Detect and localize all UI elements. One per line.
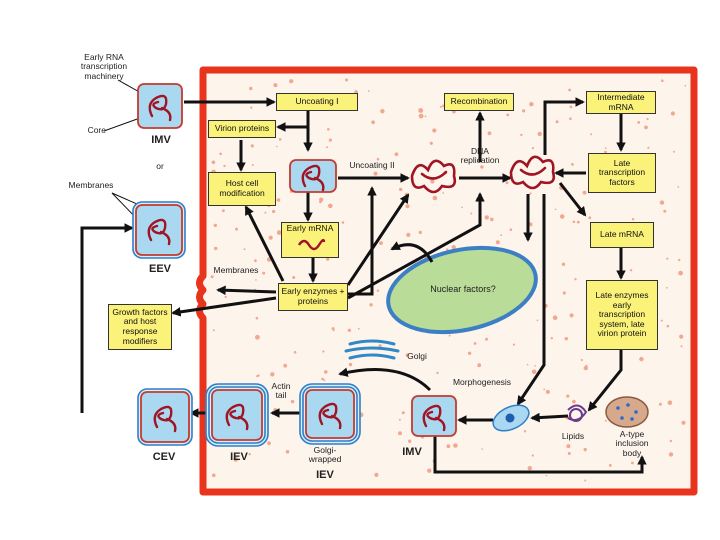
eev-virion bbox=[132, 201, 186, 259]
golgi-icon bbox=[344, 339, 400, 360]
late-mrna-box: Late mRNA bbox=[590, 222, 654, 248]
golgi-label: Golgi bbox=[407, 351, 427, 361]
iev-virion bbox=[205, 383, 269, 447]
morphogenesis-particle bbox=[492, 404, 530, 432]
mrna-icon bbox=[297, 238, 326, 251]
cev-label: CEV bbox=[152, 451, 176, 463]
late-enzymes-box: Late enzymes early transcription system,… bbox=[586, 280, 658, 350]
virion-proteins-box: Virion proteins bbox=[208, 120, 276, 138]
dna-replication-label: DNA replication bbox=[460, 146, 500, 166]
replicating-dna-right bbox=[509, 155, 556, 190]
actin-tail-label: Actin tail bbox=[271, 381, 291, 401]
lipids-icon bbox=[567, 404, 588, 422]
iev-label: IEV bbox=[230, 451, 248, 463]
imv-bottom-virion bbox=[411, 395, 457, 437]
iev-wrapped-label: IEV bbox=[316, 469, 334, 481]
imv-bottom-label: IMV bbox=[402, 446, 422, 458]
iev-golgi-wrapped-virion bbox=[299, 383, 361, 445]
eev-label: EEV bbox=[148, 263, 171, 275]
imv-top-virion bbox=[137, 83, 183, 129]
early-rna-label: Early RNA transcription machinery bbox=[80, 52, 128, 81]
early-mrna-label: Early mRNA bbox=[286, 223, 334, 233]
uncoating-particle bbox=[289, 159, 337, 193]
early-mrna-box: Early mRNA bbox=[281, 222, 339, 258]
imv-top-label: IMV bbox=[151, 134, 171, 146]
cev-virion bbox=[137, 388, 193, 446]
host-cell-modification-box: Host cell modification bbox=[208, 172, 276, 206]
nuclear-factors-label: Nuclear factors? bbox=[430, 284, 496, 294]
uncoating-1-box: Uncoating I bbox=[276, 93, 358, 111]
membranes-side-label: Membranes bbox=[213, 265, 259, 275]
replicating-dna-left bbox=[410, 159, 457, 194]
core-label: Core bbox=[87, 125, 106, 135]
morphogenesis-label: Morphogenesis bbox=[452, 377, 512, 387]
lipids-label: Lipids bbox=[561, 431, 585, 441]
pathway-arrows bbox=[80, 97, 647, 474]
a-type-inclusion-body bbox=[605, 396, 649, 428]
golgi-wrapped-label: Golgi-wrapped bbox=[308, 445, 342, 465]
early-enzymes-box: Early enzymes + proteins bbox=[278, 283, 348, 311]
intermediate-mrna-box: Intermediate mRNA bbox=[586, 91, 656, 114]
uncoating-2-label: Uncoating II bbox=[349, 160, 395, 170]
growth-factors-box: Growth factors and host response modifie… bbox=[108, 304, 172, 350]
nucleus bbox=[386, 245, 538, 335]
a-type-label: A-type inclusion body bbox=[615, 429, 649, 458]
or-label: or bbox=[156, 161, 164, 171]
late-transcription-factors-box: Late transcription factors bbox=[588, 153, 656, 193]
recombination-box: Recombination bbox=[444, 93, 514, 111]
membranes-top-label: Membranes bbox=[68, 180, 114, 190]
